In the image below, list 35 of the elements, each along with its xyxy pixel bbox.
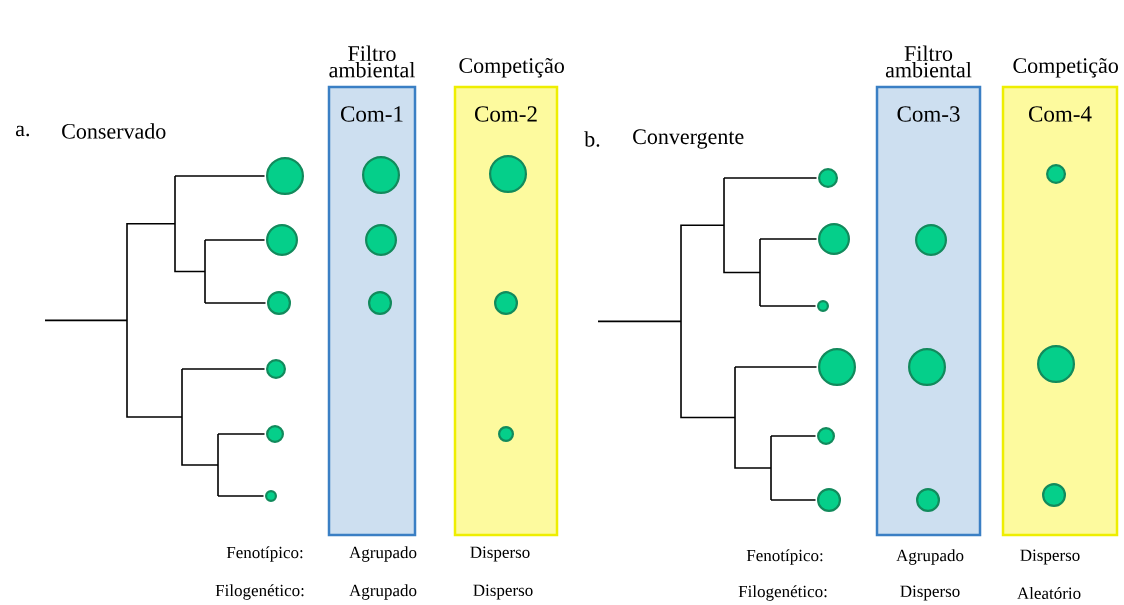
community-box: Com-3 <box>875 85 982 537</box>
species-circle <box>266 425 284 443</box>
community-box: Com-4 <box>1001 85 1119 537</box>
species-circle <box>818 168 838 188</box>
column-heading: Competição <box>1013 57 1118 78</box>
pattern-label: Agrupado <box>349 584 417 600</box>
row-label: Fenotípico: <box>746 549 823 565</box>
panel-title: Conservado <box>62 123 166 139</box>
pattern-label: Disperso <box>900 585 960 601</box>
species-circle <box>817 427 835 445</box>
species-circle <box>267 291 291 315</box>
pattern-label: Disperso <box>470 546 530 562</box>
panel-letter: a. <box>15 125 29 137</box>
species-circle <box>498 426 514 442</box>
panel-title: Convergente <box>633 129 744 149</box>
pattern-label: Disperso <box>1020 549 1080 565</box>
community-box: Com-2 <box>453 85 559 537</box>
row-label: Filogenético: <box>215 584 304 600</box>
pattern-label: Disperso <box>473 584 533 600</box>
column-heading: Filtro ambiental <box>885 45 972 78</box>
species-circle <box>266 224 298 256</box>
species-circle <box>818 348 856 386</box>
pattern-label: Agrupado <box>349 546 417 562</box>
community-box: Com-1 <box>327 85 417 537</box>
species-circle <box>266 359 286 379</box>
pattern-label: Agrupado <box>896 549 964 565</box>
pattern-label: Aleatório <box>1017 587 1081 599</box>
column-heading: Filtro ambiental <box>329 45 415 78</box>
row-label: Fenotípico: <box>226 546 303 562</box>
species-circle <box>817 488 841 512</box>
panel-letter: b. <box>584 131 600 147</box>
species-circle <box>266 157 304 195</box>
species-circle <box>818 223 850 255</box>
column-heading: Competição <box>459 57 564 78</box>
row-label: Filogenético: <box>738 585 827 601</box>
